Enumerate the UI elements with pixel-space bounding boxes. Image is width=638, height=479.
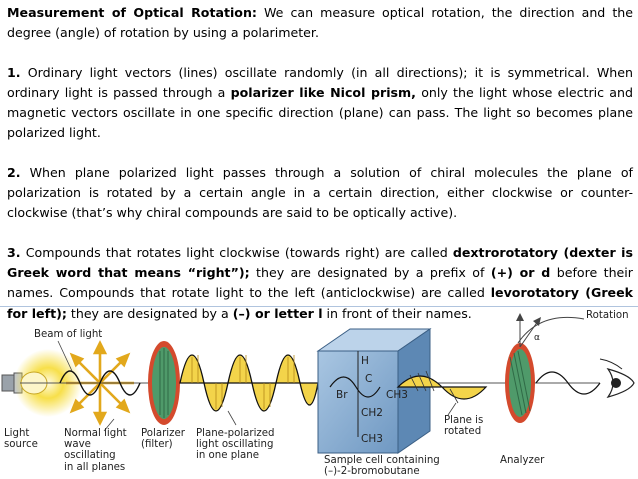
molecule-ch3: CH3 xyxy=(386,389,408,401)
point-1-paragraph: 1. Ordinary light vectors (lines) oscill… xyxy=(7,63,633,144)
bold-text: (+) or d xyxy=(490,264,551,280)
polarizer-label: Polarizer (filter) xyxy=(141,428,185,451)
bold-text: polarizer like Nicol prism, xyxy=(230,84,416,100)
polarimeter-diagram: Beam of light Rotation α Light source No… xyxy=(0,306,638,479)
plane-rotated-label: Plane is rotated xyxy=(444,415,484,438)
molecule-h: H xyxy=(361,355,369,367)
bold-text: (–) or letter l xyxy=(232,305,323,321)
beam-of-light-label: Beam of light xyxy=(34,329,103,340)
text-run: they are designated by a prefix of xyxy=(249,264,491,280)
text-run: When plane polarized light passes throug… xyxy=(7,164,633,221)
molecule-ch2: CH2 xyxy=(361,407,383,419)
text-run: only the light whose electric and magnet… xyxy=(7,84,633,141)
bold-text: dextrorotatory (dexter is Greek word tha… xyxy=(7,244,633,280)
plane-polarized-label: Plane-polarized light oscillating in one… xyxy=(196,428,275,462)
bold-text: levorotatory (Greek for left); xyxy=(7,285,633,321)
point-2-paragraph: 2. When plane polarized light passes thr… xyxy=(7,163,633,224)
molecule-ch3-bottom: CH3 xyxy=(361,433,383,445)
rotation-label: Rotation xyxy=(586,310,629,321)
analyzer-filter xyxy=(505,343,535,423)
text-run: We can measure optical rotation, the dir… xyxy=(7,5,633,41)
bold-text: 1. xyxy=(7,64,21,80)
text-run: before their names. Compounds that rotat… xyxy=(7,264,633,301)
molecule-c: C xyxy=(365,373,373,385)
sample-cell xyxy=(316,328,432,454)
alpha-label: α xyxy=(534,333,540,343)
text-run: Compounds that rotates light clockwise (… xyxy=(20,244,453,260)
polarimeter-illustration xyxy=(1,313,635,454)
molecule-br: Br xyxy=(336,389,348,401)
bold-text: 2. xyxy=(7,164,21,180)
point-3-paragraph: 3. Compounds that rotates light clockwis… xyxy=(7,243,633,324)
text-run: Ordinary light vectors (lines) oscillate… xyxy=(7,64,633,100)
light-source-label: Light source xyxy=(4,428,38,451)
bold-text: 3. xyxy=(7,244,21,260)
intro-paragraph: Measurement of Optical Rotation: We can … xyxy=(7,3,633,44)
polarizer-filter xyxy=(148,341,180,425)
text-run: in front of their names. xyxy=(322,305,472,321)
bold-text: Measurement of Optical Rotation: xyxy=(7,5,257,20)
text-block: Measurement of Optical Rotation: We can … xyxy=(7,3,633,324)
sample-cell-label: Sample cell containing (–)-2-bromobutane xyxy=(324,455,440,478)
analyzer-label: Analyzer xyxy=(500,455,545,466)
normal-light-label: Normal light wave oscillating in all pla… xyxy=(64,428,127,473)
eye-icon xyxy=(599,358,635,399)
plane-polarized-wave xyxy=(179,354,319,412)
text-run: they are designated by a xyxy=(66,305,233,321)
